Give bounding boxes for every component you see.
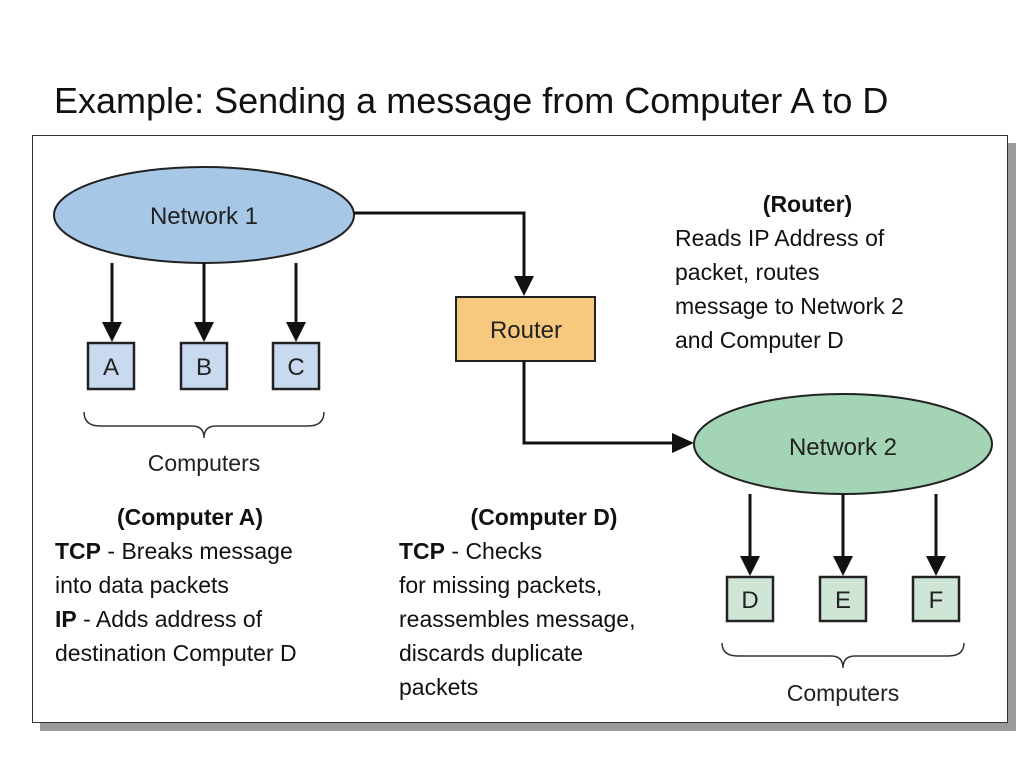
computer-a-box: [86, 341, 136, 391]
computer-d-tcp-text: - Checks: [445, 538, 543, 564]
computer-b-box: [179, 341, 229, 391]
computer-a-ip-line-2: destination Computer D: [55, 640, 297, 666]
computer-d-note-line: for missing packets,: [399, 572, 603, 598]
network-1-label: Network 1: [150, 203, 258, 230]
computer-c-label: C: [287, 354, 304, 381]
computer-d-note-line: reassembles message,: [399, 606, 636, 632]
computers-caption-right: Computers: [787, 680, 899, 706]
router-note-line: message to Network 2: [675, 293, 904, 319]
computer-e-box: [818, 575, 868, 623]
arrowhead-c: [286, 322, 306, 342]
computer-d-tcp-line: TCP - Checks: [399, 534, 699, 568]
computer-e-label: E: [835, 587, 851, 614]
ip-term: IP: [55, 606, 77, 632]
computer-a-ip-text: - Adds address of: [76, 606, 263, 632]
computers-caption-left: Computers: [148, 450, 260, 476]
arrowhead-b: [194, 322, 214, 342]
computers-bracket-right: [721, 642, 965, 669]
computer-a-tcp-line-2: into data packets: [55, 572, 229, 598]
computer-c-box: [271, 341, 321, 391]
computer-a-tcp-line: TCP - Breaks message: [55, 534, 375, 568]
computer-b-label: B: [196, 354, 212, 381]
router-label: Router: [490, 317, 562, 344]
computer-f-label: F: [929, 587, 944, 614]
connector-network1-to-router: [354, 211, 526, 278]
computer-a-note: (Computer A) TCP - Breaks message into d…: [55, 500, 375, 670]
arrowhead-e: [833, 556, 853, 576]
arrowhead-f: [926, 556, 946, 576]
router-note-line: packet, routes: [675, 259, 820, 285]
computer-d-note-line: discards duplicate: [399, 640, 584, 666]
tcp-term: TCP: [399, 538, 445, 564]
computer-a-label: A: [103, 354, 119, 381]
tcp-term: TCP: [55, 538, 101, 564]
arrowhead-router: [514, 276, 534, 296]
router-note-line: and Computer D: [675, 327, 844, 353]
router-note: (Router) Reads IP Address of packet, rou…: [675, 187, 975, 357]
router-note-heading: (Router): [762, 191, 853, 217]
computer-d-label: D: [741, 587, 758, 614]
arrowhead-d: [740, 556, 760, 576]
computer-f-box: [911, 575, 961, 623]
connector-router-to-network2: [522, 361, 675, 445]
computer-a-note-heading: (Computer A): [116, 504, 264, 530]
arrowhead-network2: [672, 433, 694, 453]
network-2-label: Network 2: [789, 434, 897, 461]
arrowhead-a: [102, 322, 122, 342]
slide-title: Example: Sending a message from Computer…: [54, 80, 889, 121]
computer-a-tcp-text: - Breaks message: [101, 538, 293, 564]
computer-d-note-heading: (Computer D): [470, 504, 618, 530]
computers-bracket-left: [83, 411, 325, 439]
computer-d-note: (Computer D) TCP - Checks for missing pa…: [399, 500, 699, 704]
router-note-line: Reads IP Address of: [675, 225, 885, 251]
computer-a-ip-line: IP - Adds address of: [55, 602, 375, 636]
computer-d-box: [725, 575, 775, 623]
computer-d-note-line: packets: [399, 674, 479, 700]
